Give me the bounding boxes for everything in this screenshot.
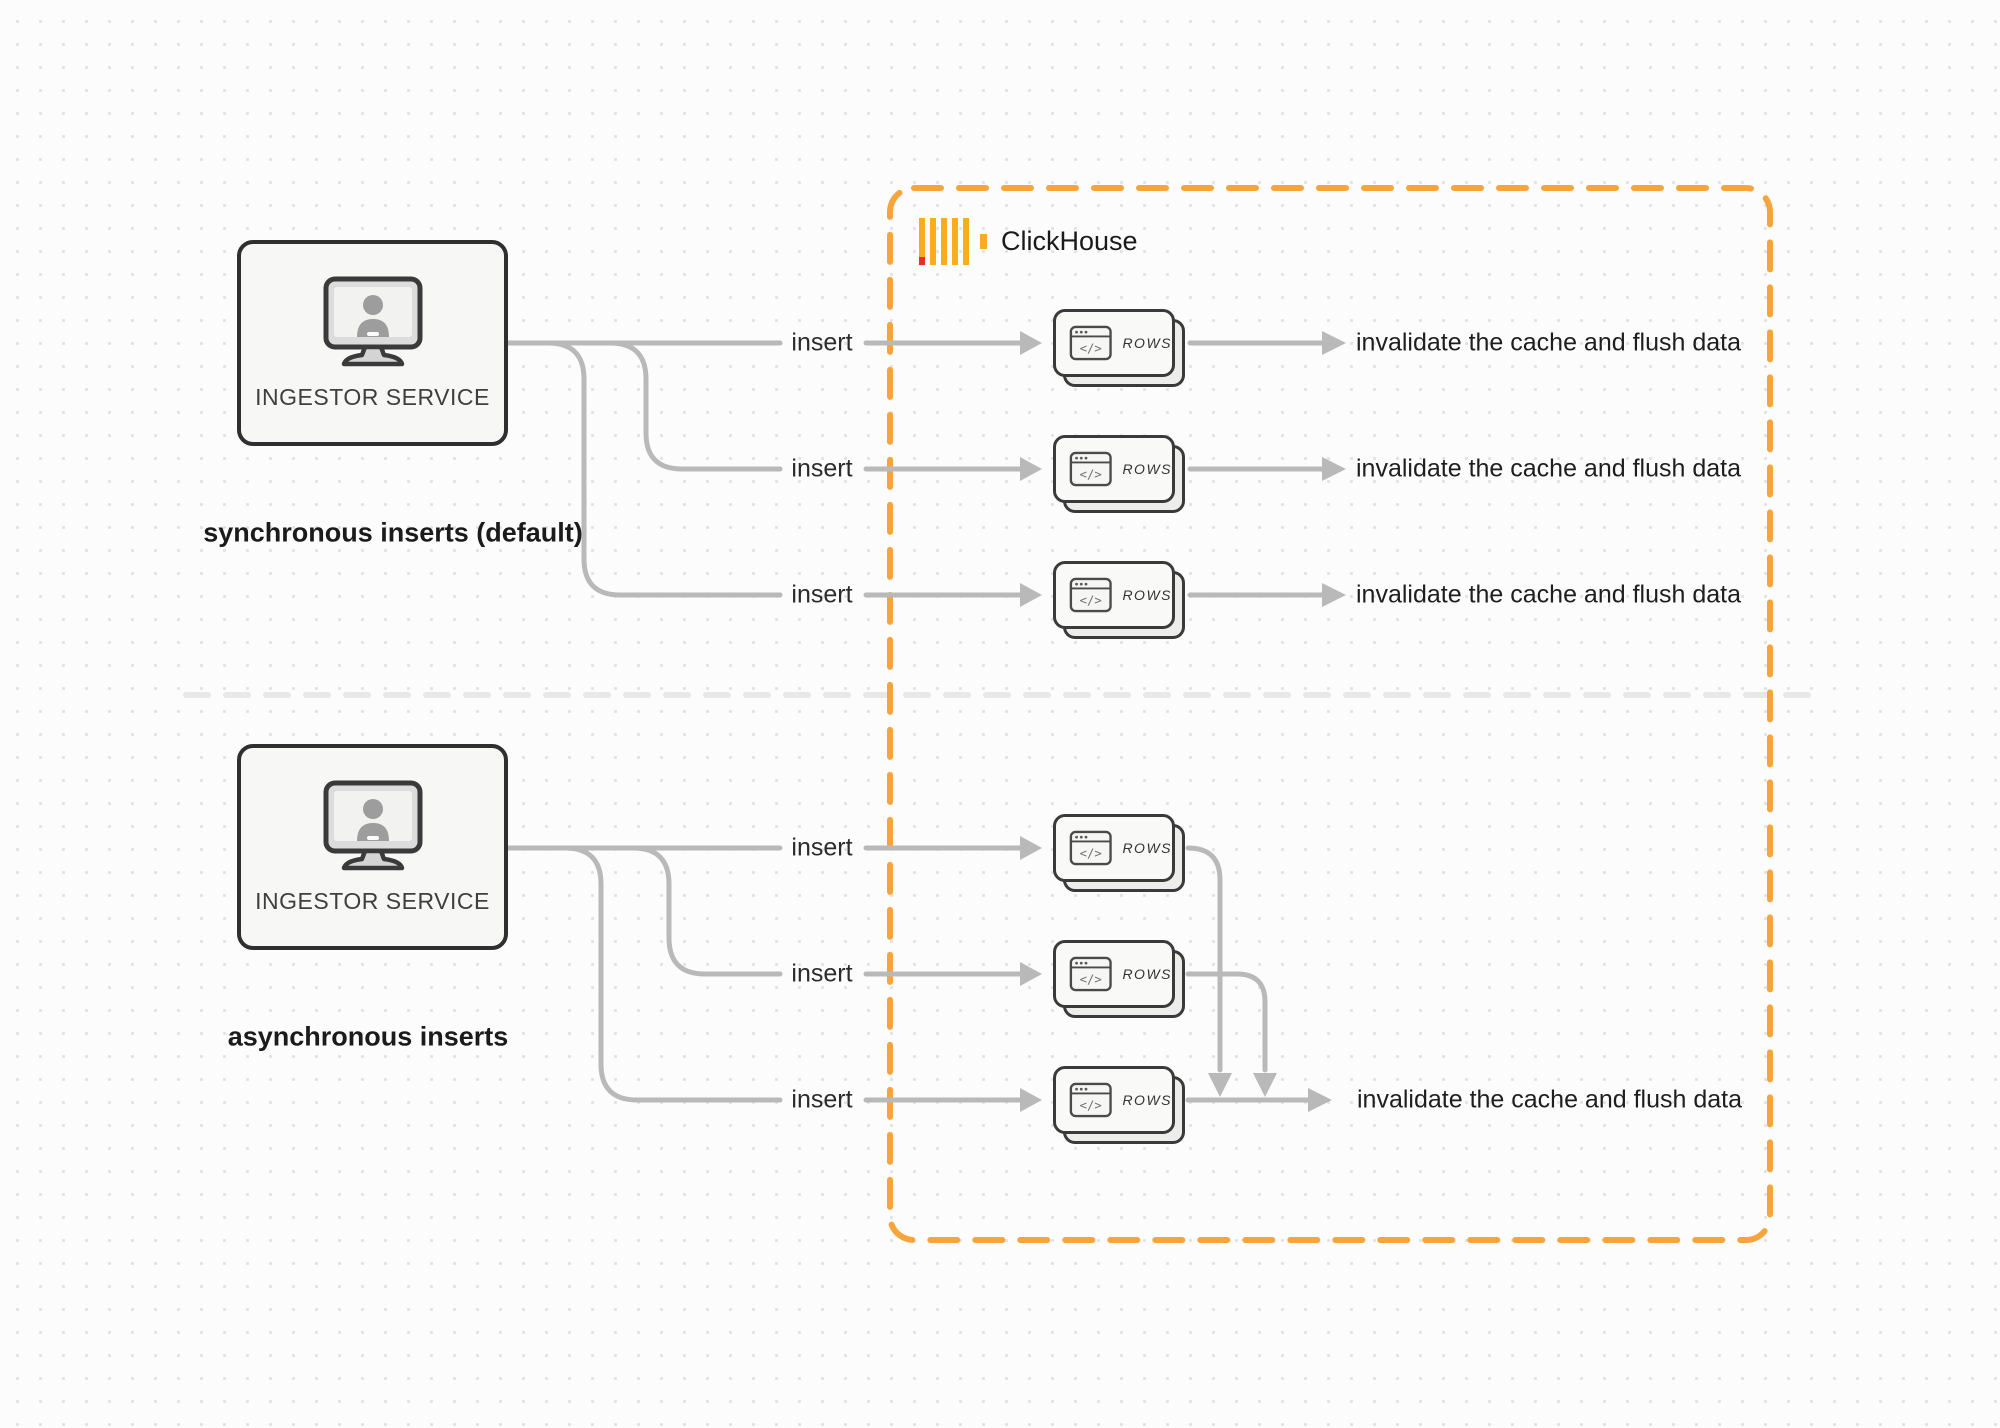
async-caption: asynchronous inserts — [227, 1021, 509, 1052]
code-window-icon: </> — [1069, 577, 1112, 613]
rows-node-card: </> ROWS — [1053, 435, 1185, 513]
svg-text:</>: </> — [1080, 972, 1102, 986]
logo-bar-short — [980, 234, 987, 249]
svg-text:</>: </> — [1080, 467, 1102, 481]
logo-bar — [919, 218, 925, 265]
ingestor-service-box-sync: INGESTOR SERVICE — [237, 240, 508, 446]
insert-label: insert — [791, 328, 853, 357]
rows-node-card: </> ROWS — [1053, 309, 1185, 387]
insert-label: insert — [791, 454, 853, 483]
async-merge-wire-1 — [1185, 845, 1223, 1073]
logo-bar — [952, 218, 958, 265]
insert-label: insert — [791, 833, 853, 862]
arrowhead — [1308, 1088, 1332, 1112]
rows-label: ROWS — [1122, 1092, 1172, 1108]
arrowhead — [1020, 457, 1042, 481]
arrowhead — [1322, 331, 1346, 355]
code-window-icon: </> — [1069, 1082, 1112, 1118]
arrowhead — [1322, 457, 1346, 481]
rows-node-card: </> ROWS — [1053, 940, 1185, 1018]
svg-text:</>: </> — [1080, 1098, 1102, 1112]
ingestor-service-label: INGESTOR SERVICE — [255, 384, 490, 410]
clickhouse-logo-icon — [919, 218, 987, 265]
logo-bar — [963, 218, 969, 265]
insert-label: insert — [791, 959, 853, 988]
rows-label: ROWS — [1122, 587, 1172, 603]
svg-text:</>: </> — [1080, 593, 1102, 607]
async-merge-wire-2 — [1185, 971, 1268, 1073]
svg-text:</>: </> — [1080, 341, 1102, 355]
logo-bar — [930, 218, 936, 265]
insert-label: insert — [791, 1085, 853, 1114]
insert-label: insert — [791, 580, 853, 609]
ingestor-service-box-async: INGESTOR SERVICE — [237, 744, 508, 950]
logo-bar — [941, 218, 947, 265]
rows-label: ROWS — [1122, 335, 1172, 351]
arrowheads — [1020, 331, 1346, 1112]
result-label: invalidate the cache and flush data — [1357, 1085, 1742, 1114]
result-label: invalidate the cache and flush data — [1356, 454, 1741, 483]
rows-node-card: </> ROWS — [1053, 814, 1185, 892]
result-label: invalidate the cache and flush data — [1356, 580, 1741, 609]
clickhouse-boundary — [887, 185, 1773, 1243]
async-wire-row2 — [505, 845, 783, 977]
rows-label: ROWS — [1122, 966, 1172, 982]
rows-node-card: </> ROWS — [1053, 561, 1185, 639]
code-window-icon: </> — [1069, 830, 1112, 866]
sync-caption: synchronous inserts (default) — [203, 517, 583, 548]
rows-node-card: </> ROWS — [1053, 1066, 1185, 1144]
gray-connectors — [505, 340, 1325, 1103]
arrowhead-down — [1253, 1073, 1277, 1097]
arrowhead — [1020, 583, 1042, 607]
clickhouse-header: ClickHouse — [919, 218, 1138, 265]
arrowhead — [1020, 962, 1042, 986]
sync-wire-row3 — [505, 340, 783, 598]
async-wire-row3 — [505, 845, 783, 1103]
monitor-user-icon — [323, 780, 422, 871]
clickhouse-label: ClickHouse — [1001, 226, 1138, 256]
svg-text:</>: </> — [1080, 846, 1102, 860]
sync-wire-row2 — [505, 340, 783, 472]
rows-label: ROWS — [1122, 840, 1172, 856]
arrowhead — [1020, 1088, 1042, 1112]
arrowhead — [1020, 836, 1042, 860]
arrowhead — [1322, 583, 1346, 607]
monitor-user-icon — [323, 276, 422, 367]
ingestor-service-label: INGESTOR SERVICE — [255, 888, 490, 914]
result-label: invalidate the cache and flush data — [1356, 328, 1741, 357]
code-window-icon: </> — [1069, 956, 1112, 992]
code-window-icon: </> — [1069, 451, 1112, 487]
rows-label: ROWS — [1122, 461, 1172, 477]
arrowhead-down — [1208, 1073, 1232, 1097]
arrowhead — [1020, 331, 1042, 355]
code-window-icon: </> — [1069, 325, 1112, 361]
